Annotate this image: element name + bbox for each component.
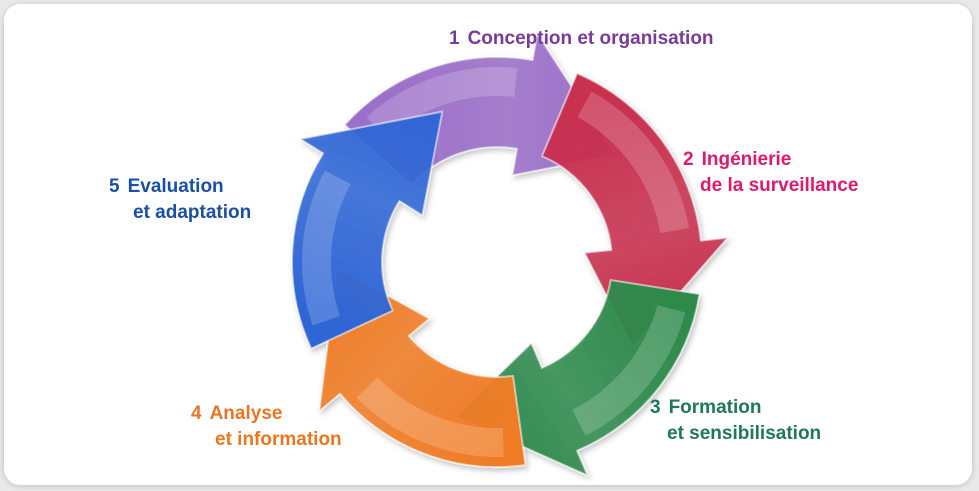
step-1-label: 1 Conception et organisation [449,26,714,52]
step-4-subtitle: et information [215,429,342,450]
step-5-label: 5 Evaluation et adaptation [109,174,251,226]
step-5-subtitle: et adaptation [133,202,252,223]
step-3-subtitle: et sensibilisation [667,423,822,444]
step-3-title: Formation [668,397,762,418]
step-1-number: 1 [449,28,460,49]
step-2-number: 2 [683,149,694,170]
step-2-subtitle: de la surveillance [700,175,859,196]
cycle-arrow-3-highlight [572,304,686,436]
step-4-number: 4 [191,403,202,424]
cycle-arrow-4-highlight [356,377,504,457]
step-2-label: 2 Ingénierie de la surveillance [683,147,858,199]
cycle-arrow-5-highlight [302,170,351,326]
step-3-number: 3 [650,397,661,418]
step-2-title: Ingénierie [701,149,792,170]
step-5-title: Evaluation [127,176,224,197]
step-3-label: 3 Formation et sensibilisation [650,395,821,447]
step-4-label: 4 Analyse et information [191,401,342,453]
cycle-arrow-2 [540,72,729,348]
step-5-number: 5 [109,176,120,197]
step-4-title: Analyse [209,403,283,424]
step-1-title: Conception et organisation [467,28,714,49]
cycle-arrow-2-highlight [577,91,690,234]
